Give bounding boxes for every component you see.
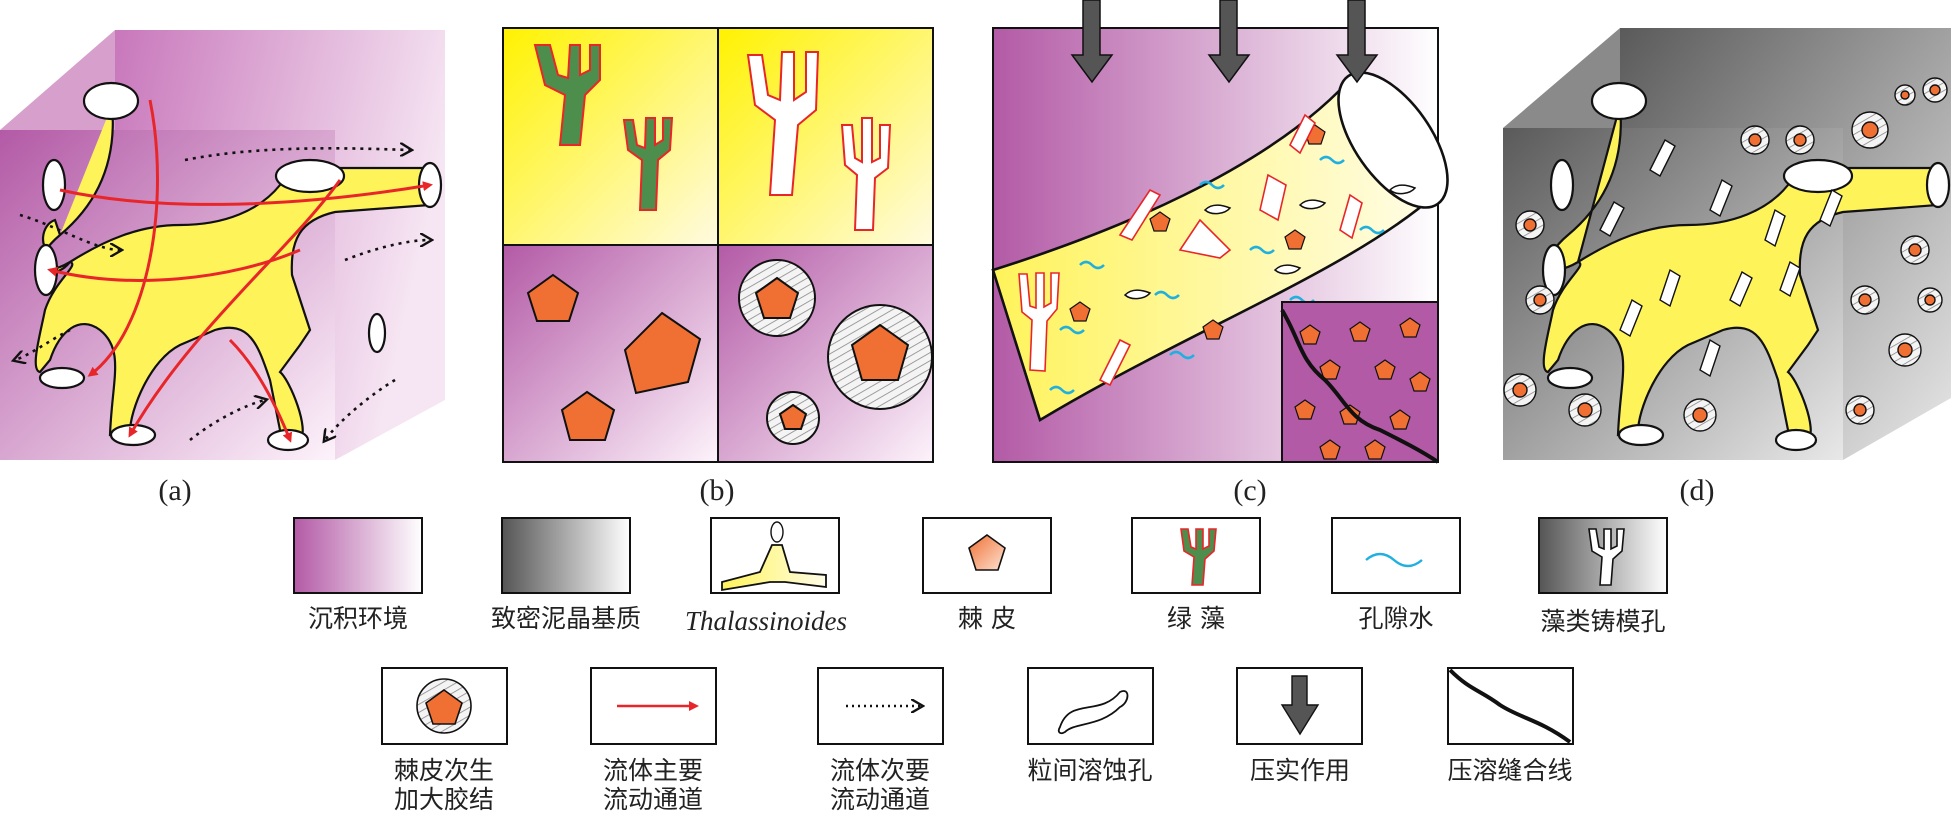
pore-water-c (1049, 155, 1385, 395)
svg-text:藻类铸模孔: 藻类铸模孔 (1540, 607, 1665, 636)
svg-text:加大胶结: 加大胶结 (394, 785, 494, 814)
svg-text:棘皮次生: 棘皮次生 (394, 756, 494, 785)
legend-item-pore-water: 孔隙水 (1331, 517, 1461, 633)
echinoderm-fragments-b (526, 273, 702, 441)
legend-item-intergranular-dissolution-pore: 粒间溶蚀孔 (1027, 667, 1154, 785)
svg-text:粒间溶蚀孔: 粒间溶蚀孔 (1027, 756, 1152, 785)
svg-text:棘 皮: 棘 皮 (958, 604, 1016, 633)
svg-text:流体主要: 流体主要 (603, 756, 703, 785)
legend-item-algal-moldic-pore: 藻类铸模孔 (1538, 517, 1668, 636)
echinoderms-c (1069, 124, 1326, 340)
legend-item-primary-flow-channel: 流体主要 流动通道 (590, 667, 717, 814)
algal-molds-b (746, 51, 892, 231)
stylolite-inset-c (1280, 301, 1440, 464)
svg-text:沉积环境: 沉积环境 (308, 604, 408, 633)
svg-text:孔隙水: 孔隙水 (1358, 604, 1433, 633)
legend-item-secondary-flow-channel: 流体次要 流动通道 (817, 667, 944, 814)
legend-item-stylolite: 压溶缝合线 (1447, 667, 1574, 785)
panel-b: (b) (502, 27, 934, 507)
panel-c: (c) (991, 0, 1449, 507)
legend-item-depositional-environment: 沉积环境 (293, 517, 423, 633)
burrow-network-d (1541, 81, 1951, 452)
panel-c-label: (c) (1233, 474, 1266, 507)
svg-text:流动通道: 流动通道 (830, 785, 930, 814)
green-algae-b (533, 44, 674, 211)
panel-b-label: (b) (700, 474, 735, 507)
burrow-network-a (33, 81, 443, 452)
primary-flow-arrows-a (47, 99, 433, 443)
algal-molds-c (1018, 113, 1363, 387)
legend-row-2: 棘皮次生 加大胶结 流体主要 流动通道 流体次要 流动通道 粒间溶蚀孔 压实作用 (381, 667, 1574, 814)
echinoderm-overgrowths-d (1503, 77, 1948, 432)
compaction-arrows-c (1070, 0, 1379, 84)
svg-text:流动通道: 流动通道 (603, 785, 703, 814)
svg-text:绿 藻: 绿 藻 (1167, 604, 1225, 633)
echinoderm-overgrowths-b (738, 259, 933, 445)
legend-item-compaction: 压实作用 (1236, 667, 1363, 785)
svg-text:压实作用: 压实作用 (1250, 756, 1350, 785)
legend-item-dense-micrite-matrix: 致密泥晶基质 (491, 517, 641, 633)
algal-molds-d (1599, 139, 1843, 378)
svg-text:Thalassinoides: Thalassinoides (685, 606, 847, 636)
legend-row-1: 沉积环境 致密泥晶基质 Thalassinoides 棘 皮 绿 藻 孔隙水 (293, 517, 1668, 636)
legend-item-echinoderm-fragment: 棘 皮 (922, 517, 1052, 633)
secondary-flow-arrows-a (15, 148, 430, 440)
legend-item-echinoderm-overgrowth-cement: 棘皮次生 加大胶结 (381, 667, 508, 814)
svg-text:致密泥晶基质: 致密泥晶基质 (491, 604, 641, 633)
panel-a: (a) (0, 30, 445, 507)
legend-item-green-algae: 绿 藻 (1131, 517, 1261, 633)
svg-text:流体次要: 流体次要 (830, 756, 930, 785)
panel-d: (d) (1503, 28, 1951, 507)
svg-text:压溶缝合线: 压溶缝合线 (1447, 756, 1572, 785)
legend-item-thalassinoides: Thalassinoides (685, 517, 847, 636)
panel-a-label: (a) (158, 474, 191, 507)
dissolution-pores-c (1123, 184, 1417, 300)
panel-d-label: (d) (1680, 474, 1715, 507)
